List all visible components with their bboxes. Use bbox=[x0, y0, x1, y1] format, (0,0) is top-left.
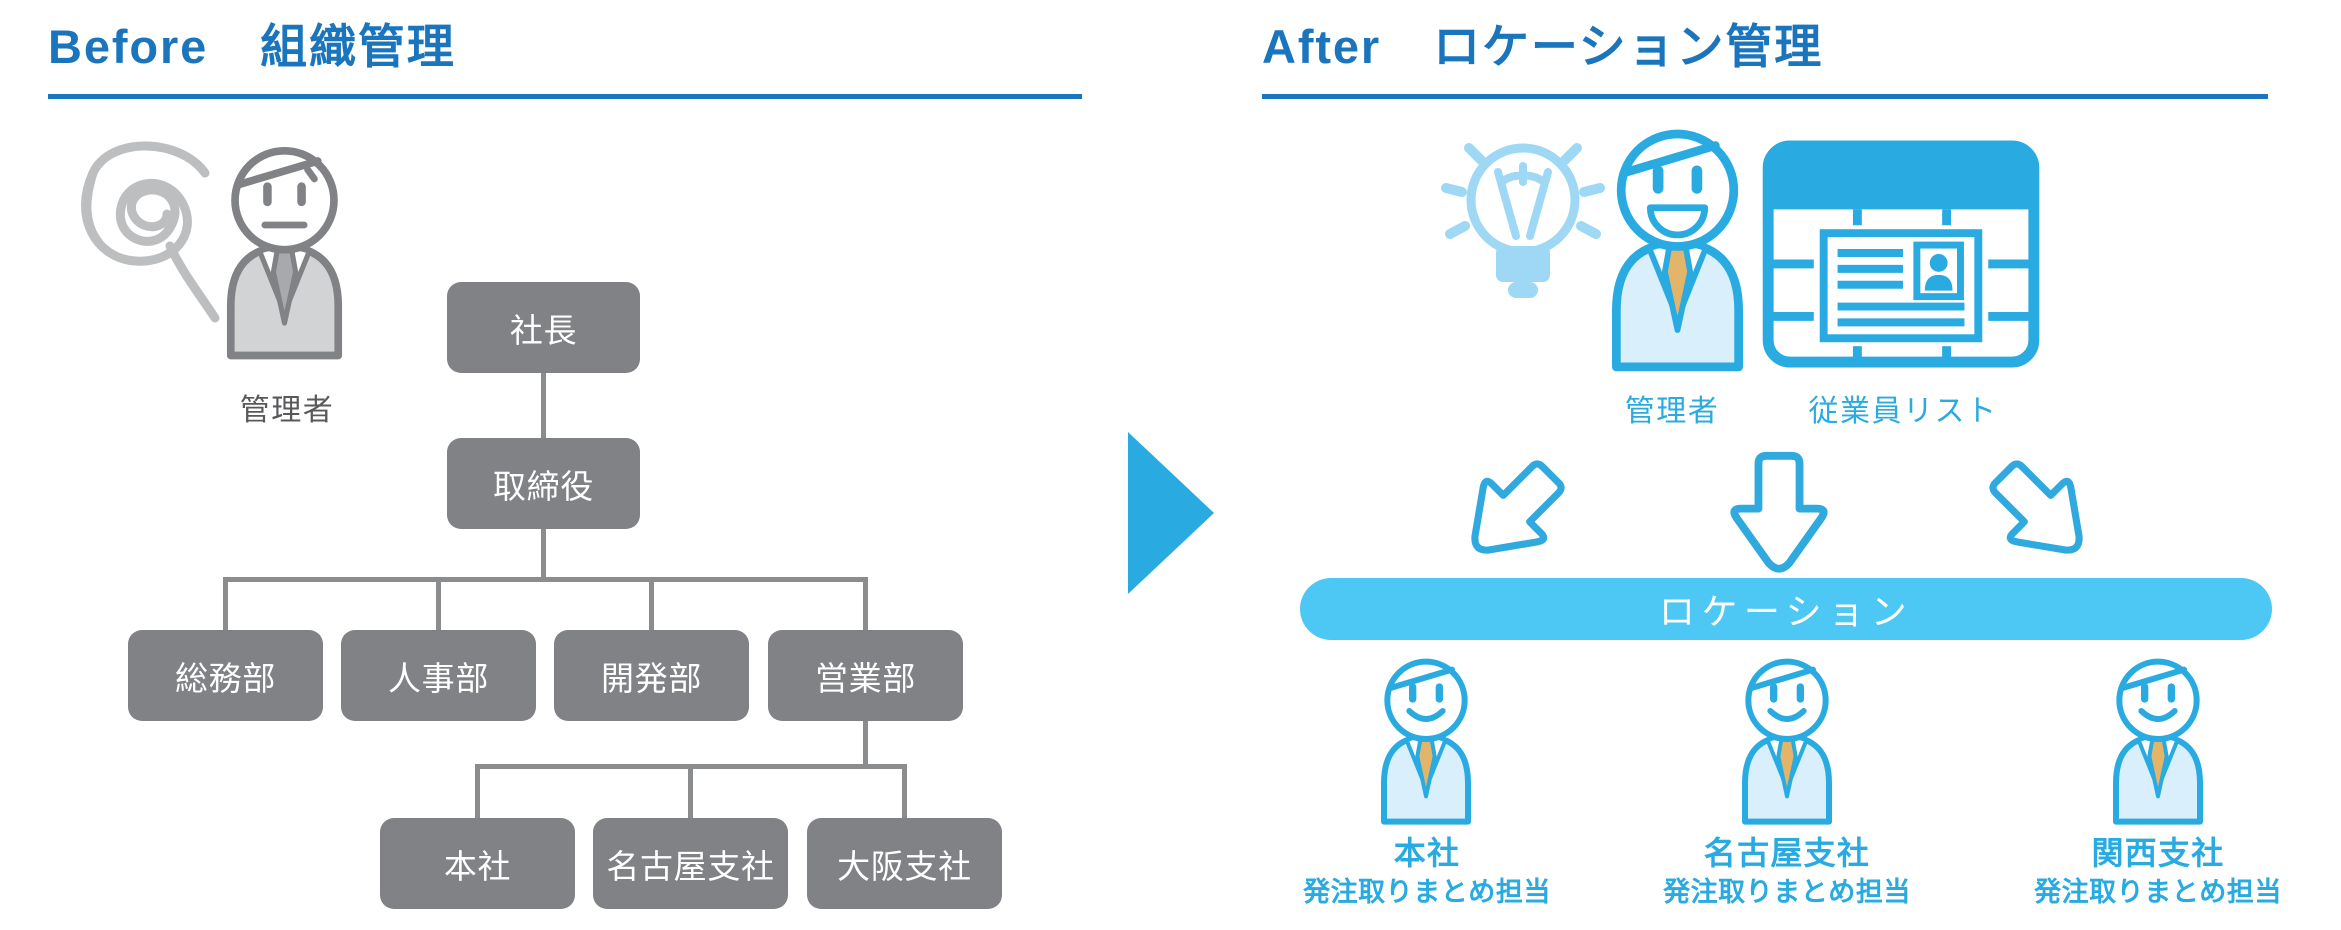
location-role-kansai: 発注取りまとめ担当 bbox=[2034, 877, 2282, 907]
org-box-general-affairs: 総務部 bbox=[128, 630, 323, 721]
idea-lightbulb-icon bbox=[1438, 130, 1613, 320]
org-box-head-office: 本社 bbox=[380, 818, 575, 909]
org-box-hr: 人事部 bbox=[341, 630, 536, 721]
location-person-nagoya-icon bbox=[1728, 655, 1846, 825]
connector-line bbox=[863, 577, 868, 632]
arrow-down-icon bbox=[1723, 448, 1835, 580]
before-title-underline bbox=[48, 94, 1082, 99]
connector-line bbox=[541, 372, 546, 439]
org-box-development: 開発部 bbox=[554, 630, 749, 721]
location-person-kansai-icon bbox=[2099, 655, 2217, 825]
connector-line bbox=[223, 577, 868, 582]
org-box-nagoya-branch: 名古屋支社 bbox=[593, 818, 788, 909]
after-title-underline bbox=[1262, 94, 2268, 99]
location-name-kansai: 関西支社 bbox=[2091, 835, 2225, 871]
after-title-en: After bbox=[1262, 20, 1382, 73]
connector-line bbox=[902, 764, 907, 820]
arrow-down-left-icon bbox=[1435, 434, 1592, 591]
connector-line bbox=[649, 577, 654, 632]
employee-list-icon bbox=[1762, 140, 2040, 368]
before-title: Before 組織管理 bbox=[48, 8, 456, 77]
org-box-sales: 営業部 bbox=[768, 630, 963, 721]
location-name-head-office: 本社 bbox=[1393, 835, 1461, 871]
location-name-nagoya: 名古屋支社 bbox=[1703, 835, 1871, 871]
location-role-head-office: 発注取りまとめ担当 bbox=[1303, 877, 1551, 907]
after-title: After ロケーション管理 bbox=[1262, 8, 1823, 77]
connector-line bbox=[688, 764, 693, 820]
org-box-osaka-branch: 大阪支社 bbox=[807, 818, 1002, 909]
after-title-ja: ロケーション管理 bbox=[1433, 20, 1824, 73]
before-title-ja: 組織管理 bbox=[260, 20, 456, 73]
location-banner: ロケーション bbox=[1300, 578, 2272, 640]
confusion-scribble-icon bbox=[55, 128, 230, 333]
before-after-arrow-icon bbox=[1128, 432, 1214, 594]
gray-manager-icon bbox=[212, 126, 357, 376]
location-person-head-office-icon bbox=[1367, 655, 1485, 825]
location-role-nagoya: 発注取りまとめ担当 bbox=[1663, 877, 1911, 907]
connector-line bbox=[475, 764, 480, 820]
org-box-president: 社長 bbox=[447, 282, 640, 373]
connector-line bbox=[863, 720, 868, 768]
connector-line bbox=[223, 577, 228, 632]
after-manager-icon bbox=[1595, 122, 1760, 374]
employee-list-label: 従業員リスト bbox=[1808, 395, 1998, 428]
org-box-director: 取締役 bbox=[447, 438, 640, 529]
before-manager-label: 管理者 bbox=[239, 394, 335, 427]
after-manager-label: 管理者 bbox=[1624, 395, 1720, 428]
connector-line bbox=[436, 577, 441, 632]
arrow-down-right-icon bbox=[1963, 434, 2120, 591]
connector-line bbox=[541, 528, 546, 580]
before-title-en: Before bbox=[48, 20, 209, 73]
